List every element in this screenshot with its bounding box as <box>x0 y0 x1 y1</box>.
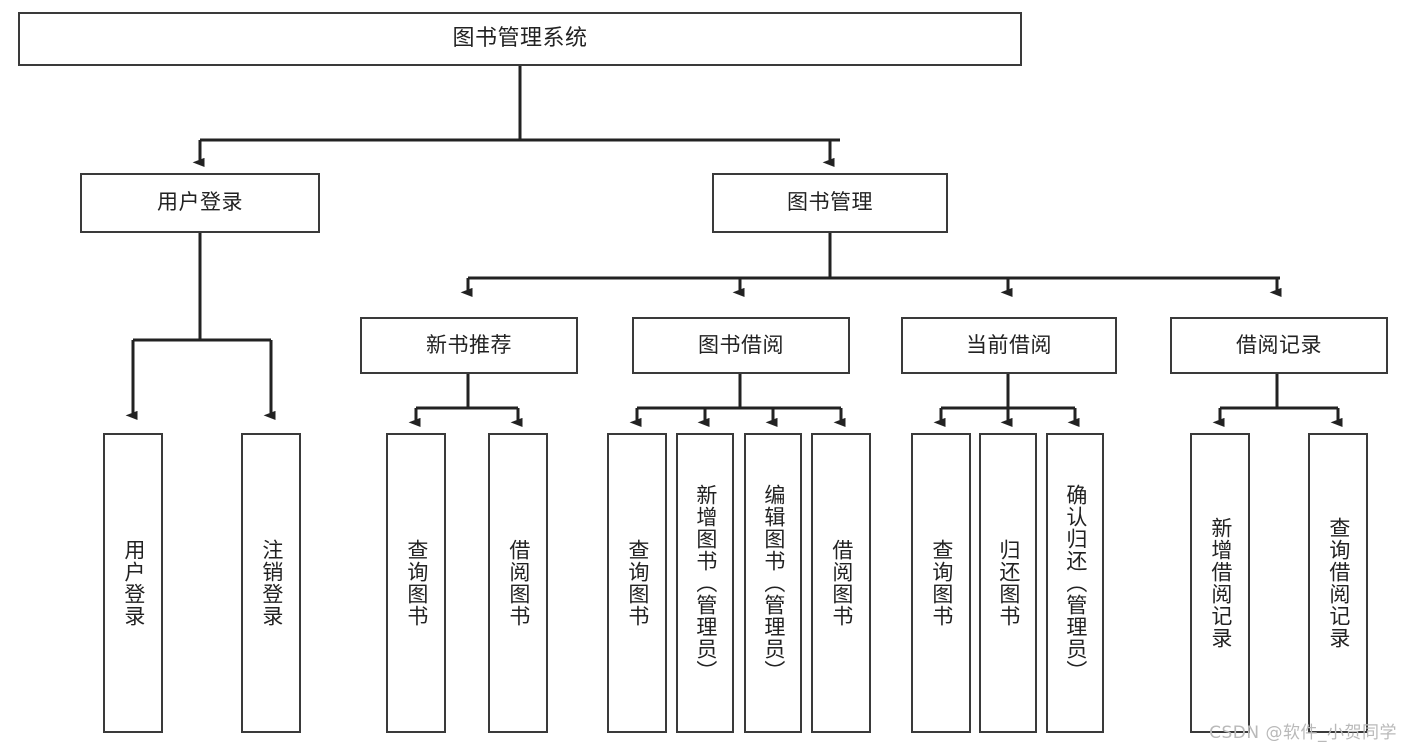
node-label: 查询图书 <box>929 539 954 627</box>
node-label: 编辑图书（管理员） <box>761 484 786 682</box>
node-label: 借阅记录 <box>1236 332 1322 357</box>
leaf-query-borrow-record[interactable]: 查询借阅记录 <box>1308 433 1368 733</box>
node-borrow-record[interactable]: 借阅记录 <box>1170 317 1388 374</box>
leaf-logout-login[interactable]: 注销登录 <box>241 433 301 733</box>
leaf-return-book[interactable]: 归还图书 <box>979 433 1037 733</box>
node-label: 新书推荐 <box>426 332 512 357</box>
node-label: 新增借阅记录 <box>1208 517 1233 649</box>
node-label: 查询图书 <box>404 539 429 627</box>
node-label: 用户登录 <box>157 190 243 215</box>
node-label: 归还图书 <box>996 539 1021 627</box>
node-label: 查询图书 <box>625 539 650 627</box>
node-label: 新增图书（管理员） <box>693 484 718 682</box>
node-new-book-recommend[interactable]: 新书推荐 <box>360 317 578 374</box>
leaf-query-book-borrow[interactable]: 查询图书 <box>607 433 667 733</box>
node-label: 用户登录 <box>121 539 146 627</box>
node-label: 当前借阅 <box>966 332 1052 357</box>
node-root-book-management-system[interactable]: 图书管理系统 <box>18 12 1022 66</box>
node-book-management[interactable]: 图书管理 <box>712 173 948 233</box>
node-label: 注销登录 <box>259 539 284 627</box>
leaf-add-borrow-record[interactable]: 新增借阅记录 <box>1190 433 1250 733</box>
leaf-query-book-current[interactable]: 查询图书 <box>911 433 971 733</box>
node-label: 借阅图书 <box>829 539 854 627</box>
node-label: 借阅图书 <box>506 539 531 627</box>
leaf-query-book-recommend[interactable]: 查询图书 <box>386 433 446 733</box>
node-book-borrow[interactable]: 图书借阅 <box>632 317 850 374</box>
leaf-borrow-book-recommend[interactable]: 借阅图书 <box>488 433 548 733</box>
leaf-user-login[interactable]: 用户登录 <box>103 433 163 733</box>
node-label: 图书管理 <box>787 190 873 215</box>
leaf-borrow-book-borrow[interactable]: 借阅图书 <box>811 433 871 733</box>
node-label: 确认归还（管理员） <box>1063 484 1088 682</box>
node-label: 图书管理系统 <box>452 25 588 51</box>
node-user-login[interactable]: 用户登录 <box>80 173 320 233</box>
node-label: 查询借阅记录 <box>1326 517 1351 649</box>
leaf-edit-book-admin[interactable]: 编辑图书（管理员） <box>744 433 802 733</box>
node-label: 图书借阅 <box>698 332 784 357</box>
csdn-watermark: CSDN @软件_小贺同学 <box>1209 723 1397 743</box>
leaf-add-book-admin[interactable]: 新增图书（管理员） <box>676 433 734 733</box>
node-current-borrow[interactable]: 当前借阅 <box>901 317 1117 374</box>
leaf-confirm-return-admin[interactable]: 确认归还（管理员） <box>1046 433 1104 733</box>
